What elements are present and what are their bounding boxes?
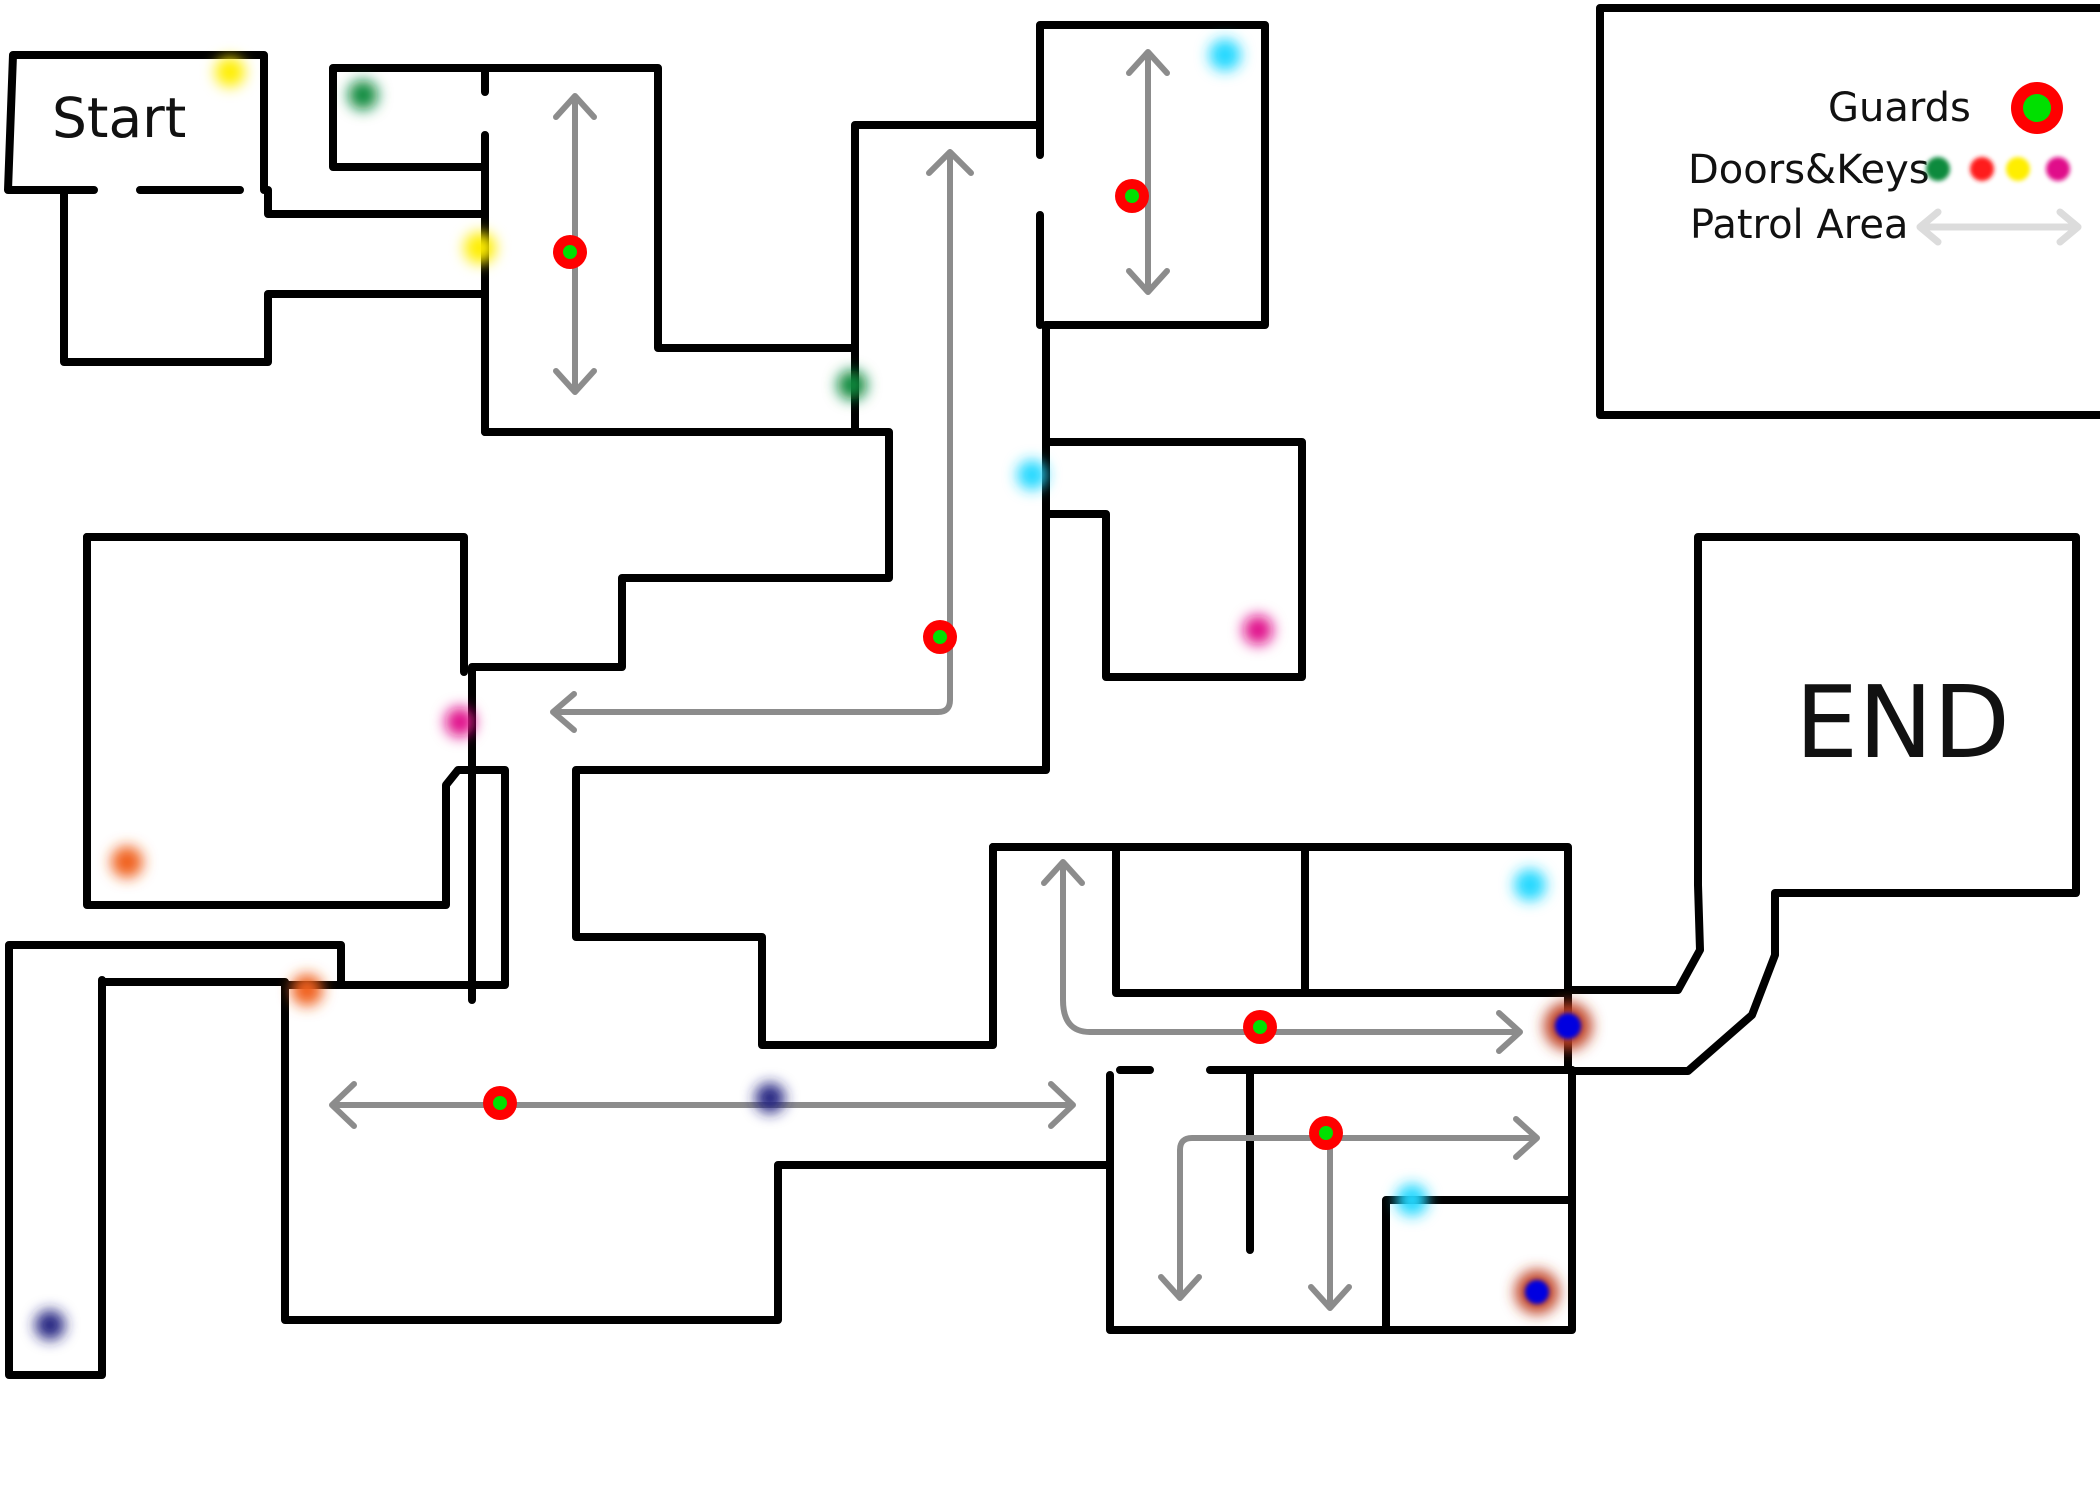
key-blue — [1525, 1280, 1549, 1304]
guard — [1309, 1116, 1343, 1150]
dual-keys — [1525, 1013, 1581, 1304]
guard — [553, 235, 587, 269]
key-magenta — [1243, 615, 1273, 645]
patrol-path-6 — [1158, 1116, 1540, 1301]
key-navy — [35, 1310, 65, 1340]
door-orange — [291, 974, 323, 1006]
patrol-path-4 — [329, 1081, 1076, 1129]
legend-patrol-area-label: Patrol Area — [1690, 202, 1908, 248]
door-green — [837, 370, 867, 400]
legend-key-yellow — [2006, 157, 2030, 181]
legend-guard-icon — [2011, 82, 2063, 134]
door-blue — [1555, 1013, 1581, 1039]
doors-and-keys — [35, 39, 1592, 1340]
end-label: END — [1795, 664, 2010, 781]
door-magenta — [445, 707, 475, 737]
key-cyan — [1209, 39, 1241, 71]
guard — [1243, 1010, 1277, 1044]
key-orange — [111, 846, 143, 878]
key-yellow — [215, 57, 245, 87]
door-cyan-2 — [1396, 1184, 1428, 1216]
door-cyan — [1017, 460, 1047, 490]
patrol-path-2 — [1126, 49, 1170, 295]
legend-doors-keys-label: Doors&Keys — [1688, 147, 1930, 193]
patrol-paths — [329, 49, 2082, 1311]
start-label: Start — [52, 86, 186, 150]
patrol-path-7 — [1308, 1131, 1352, 1311]
guard — [923, 620, 957, 654]
legend-key-red — [1970, 157, 1994, 181]
legend-patrol-icon — [1916, 208, 2082, 246]
door-navy — [755, 1083, 785, 1113]
guard — [1115, 179, 1149, 213]
key-green — [348, 80, 378, 110]
door-yellow — [464, 232, 496, 264]
guards — [483, 179, 1343, 1150]
legend: Guards Doors&Keys Patrol Area — [1688, 82, 2070, 248]
legend-key-magenta — [2046, 157, 2070, 181]
patrol-path-5 — [1041, 859, 1523, 1054]
legend-key-green — [1926, 157, 1950, 181]
patrol-path-3 — [550, 149, 974, 733]
legend-key-colors — [1926, 157, 2070, 181]
key-cyan-2 — [1514, 869, 1546, 901]
guard — [483, 1086, 517, 1120]
walls — [4, 4, 2100, 1379]
legend-guards-label: Guards — [1828, 85, 1971, 131]
